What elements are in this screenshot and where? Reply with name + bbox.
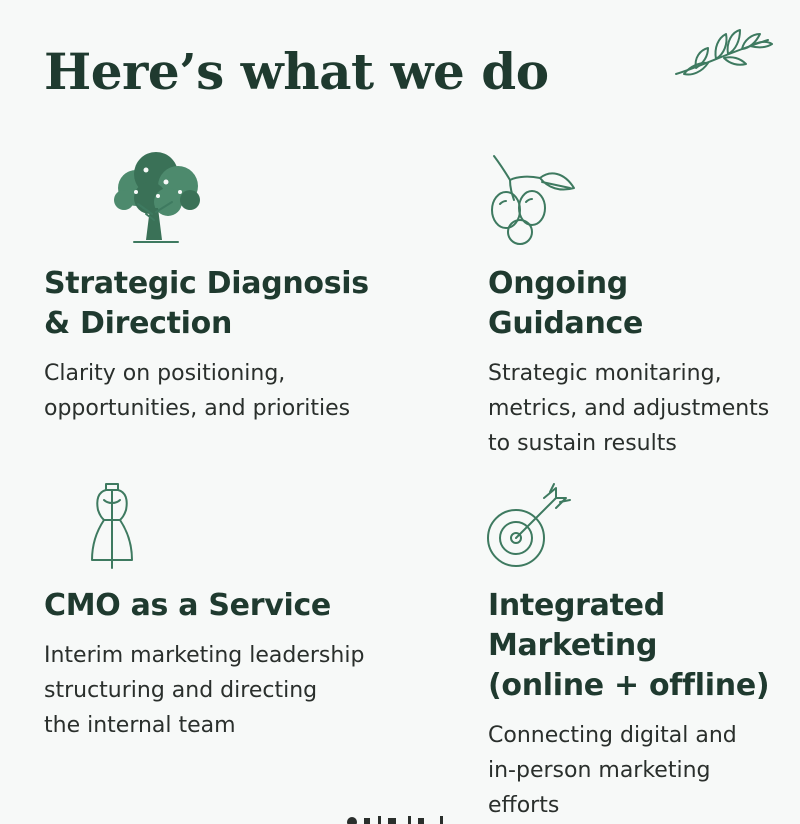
service-title-line: Marketing bbox=[488, 628, 658, 663]
service-integrated-marketing: Integrated Marketing (online + offline) … bbox=[487, 480, 798, 823]
service-title: Integrated Marketing (online + offline) bbox=[488, 586, 798, 706]
service-description-line: Connecting digital and bbox=[488, 723, 737, 748]
service-title: Ongoing Guidance bbox=[488, 264, 798, 344]
service-strategic-diagnosis: Strategic Diagnosis & Direction Clarity … bbox=[44, 148, 404, 426]
service-description-line: Interim marketing leadership bbox=[44, 643, 365, 668]
service-title: Strategic Diagnosis & Direction bbox=[44, 264, 404, 344]
service-description-line: the internal team bbox=[44, 713, 236, 738]
olives-icon bbox=[491, 155, 575, 245]
service-description: Clarity on positioning, opportunities, a… bbox=[44, 356, 404, 426]
service-cmo-as-a-service: CMO as a Service Interim marketing leade… bbox=[44, 480, 404, 743]
service-description-line: in-person marketing bbox=[488, 758, 711, 783]
dress-form-icon bbox=[91, 483, 133, 569]
service-description-line: efforts bbox=[488, 793, 560, 818]
service-title-line: CMO as a Service bbox=[44, 588, 331, 623]
service-description: Interim marketing leadership structuring… bbox=[44, 638, 404, 743]
service-title-line: Guidance bbox=[488, 306, 644, 341]
service-title: CMO as a Service bbox=[44, 586, 404, 626]
service-description-line: to sustain results bbox=[488, 431, 677, 456]
service-ongoing-guidance: Ongoing Guidance Strategic monitaring, m… bbox=[488, 148, 798, 461]
service-title-line: (online + offline) bbox=[488, 668, 770, 703]
service-title-line: Ongoing bbox=[488, 266, 628, 301]
cropped-content-fragment bbox=[347, 816, 443, 824]
service-description-line: Strategic monitaring, bbox=[488, 361, 722, 386]
service-title-line: Strategic Diagnosis bbox=[44, 266, 369, 301]
service-description: Connecting digital and in-person marketi… bbox=[488, 718, 798, 823]
service-title-line: Integrated bbox=[488, 588, 665, 623]
service-description-line: Clarity on positioning, bbox=[44, 361, 286, 386]
olive-branch-icon bbox=[675, 29, 773, 76]
service-description-line: metrics, and adjustments bbox=[488, 396, 770, 421]
service-description-line: opportunities, and priorities bbox=[44, 396, 351, 421]
page-title: Here’s what we do bbox=[44, 42, 549, 101]
target-arrow-icon bbox=[487, 483, 571, 567]
service-title-line: & Direction bbox=[44, 306, 233, 341]
service-description-line: structuring and directing bbox=[44, 678, 318, 703]
service-description: Strategic monitaring, metrics, and adjus… bbox=[488, 356, 798, 461]
tree-icon bbox=[114, 152, 200, 243]
